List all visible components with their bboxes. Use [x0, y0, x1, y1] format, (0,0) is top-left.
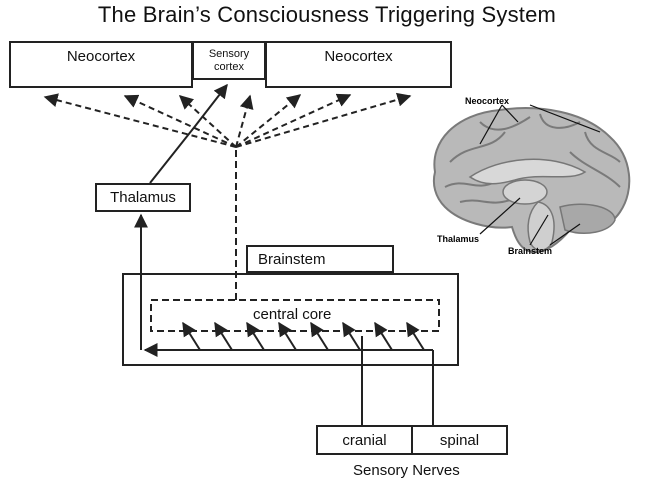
cerebellum-shape [559, 203, 616, 234]
cranial-label: cranial [342, 431, 387, 449]
neocortex-left-label: Neocortex [66, 48, 136, 65]
corpus-callosum [468, 158, 587, 185]
neocortex-right-box: Neocortex [265, 41, 452, 88]
fan-arrow-2 [123, 94, 237, 148]
collateral-1 [182, 321, 201, 351]
sensory-cortex-label-line1: Sensory [208, 47, 250, 60]
spinal-label: spinal [439, 431, 480, 449]
fan-arrow-6 [235, 93, 352, 148]
fan-arrow-3 [178, 95, 237, 148]
collateral-7 [374, 321, 393, 351]
brainstem-label: Brainstem [258, 250, 326, 268]
brain-label-thalamus: Thalamus [437, 234, 479, 244]
brain-label-neocortex: Neocortex [465, 96, 509, 106]
thalamus-box: Thalamus [95, 183, 191, 212]
fan-arrow-5 [235, 94, 302, 148]
collateral-3 [246, 321, 265, 351]
thalamus-label: Thalamus [110, 189, 176, 206]
cranial-box: cranial [316, 425, 413, 455]
brain-illustration: Neocortex Thalamus Brainstem [432, 96, 631, 256]
collateral-4 [278, 321, 297, 351]
collateral-8 [406, 321, 425, 351]
fan-arrow-1 [43, 93, 237, 148]
collateral-5 [310, 321, 329, 351]
brainstem-box: Brainstem [246, 245, 394, 273]
sensory-nerves-caption: Sensory Nerves [353, 462, 460, 479]
fan-arrow-4 [235, 94, 254, 148]
central-core-label: central core [250, 306, 335, 323]
thalamus-shape [502, 179, 548, 205]
collateral-2 [214, 321, 233, 351]
sensory-cortex-label-line2: cortex [214, 60, 244, 73]
collateral-6 [342, 321, 361, 351]
brain-label-brainstem: Brainstem [508, 246, 552, 256]
central-core-dashed-box [150, 299, 440, 332]
spinal-box: spinal [411, 425, 508, 455]
fan-arrow-7 [235, 92, 412, 148]
neocortex-left-box: Neocortex [9, 41, 193, 88]
thalamus-to-sensory-cortex-arrow [149, 83, 228, 184]
neocortex-right-label: Neocortex [324, 48, 393, 65]
diagram-title: The Brain’s Consciousness Triggering Sys… [97, 2, 557, 27]
